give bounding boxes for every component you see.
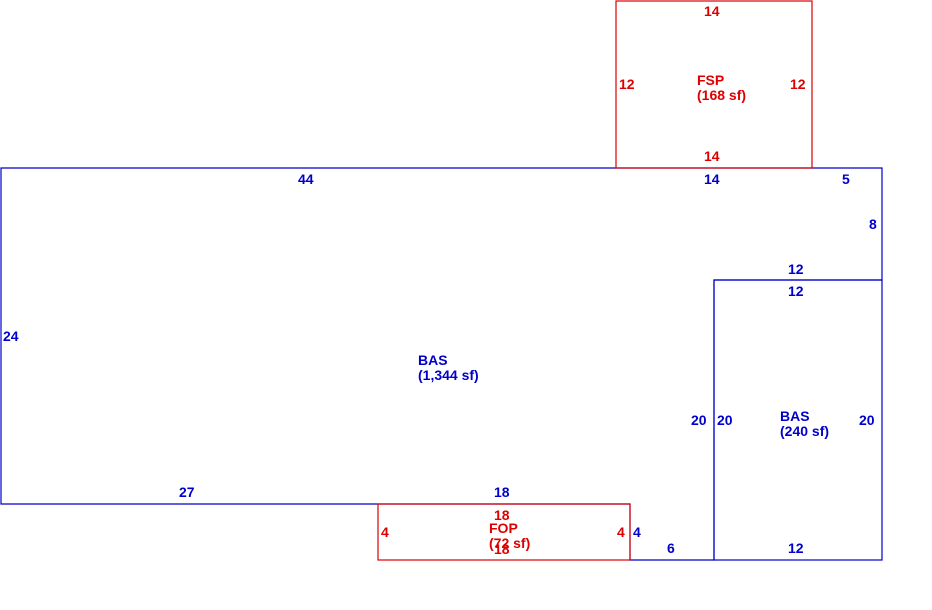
bas-bottom-left-dimension: 27 (179, 484, 195, 500)
bas-side-code-label: BAS (780, 408, 810, 424)
fop-outline (377, 503, 631, 561)
fsp-left-dimension: 12 (619, 76, 635, 92)
bas-notch-dimension: 4 (633, 524, 641, 540)
fsp-bottom-dimension: 14 (704, 148, 720, 164)
fsp-code-label: FSP (697, 72, 724, 88)
side-right-dimension: 20 (859, 412, 875, 428)
bas-left-dimension: 24 (3, 328, 19, 344)
fop-top-dimension: 18 (494, 507, 510, 523)
bas-side-area-label: (240 sf) (780, 423, 829, 439)
bas-right-upper-dimension: 8 (869, 216, 877, 232)
bas-top-mid-dimension: 14 (704, 171, 720, 187)
bas-main-code-label: BAS (418, 352, 448, 368)
bas-bottom-mid-dimension: 18 (494, 484, 510, 500)
side-bottom-dimension: 12 (788, 540, 804, 556)
bas-step-top-dimension: 12 (788, 261, 804, 277)
fop-left-dimension: 4 (381, 524, 389, 540)
fsp-area-label: (168 sf) (697, 87, 746, 103)
fop-bottom-dimension: 18 (494, 541, 510, 557)
fsp-outline (615, 0, 813, 169)
bas-side-outline (713, 279, 883, 561)
bas-top-right-dimension: 5 (842, 171, 850, 187)
fop-area-label: (72 sf) (489, 535, 530, 551)
fsp-top-dimension: 14 (704, 3, 720, 19)
side-left-dimension: 20 (717, 412, 733, 428)
fop-right-dimension: 4 (617, 524, 625, 540)
fop-code-label: FOP (489, 520, 518, 536)
fsp-right-dimension: 12 (790, 76, 806, 92)
bas-bottom-short-dimension: 6 (667, 540, 675, 556)
bas-inner-right-dimension: 20 (691, 412, 707, 428)
bas-top-left-dimension: 44 (298, 171, 314, 187)
bas-main-area-label: (1,344 sf) (418, 367, 479, 383)
side-top-dimension: 12 (788, 283, 804, 299)
